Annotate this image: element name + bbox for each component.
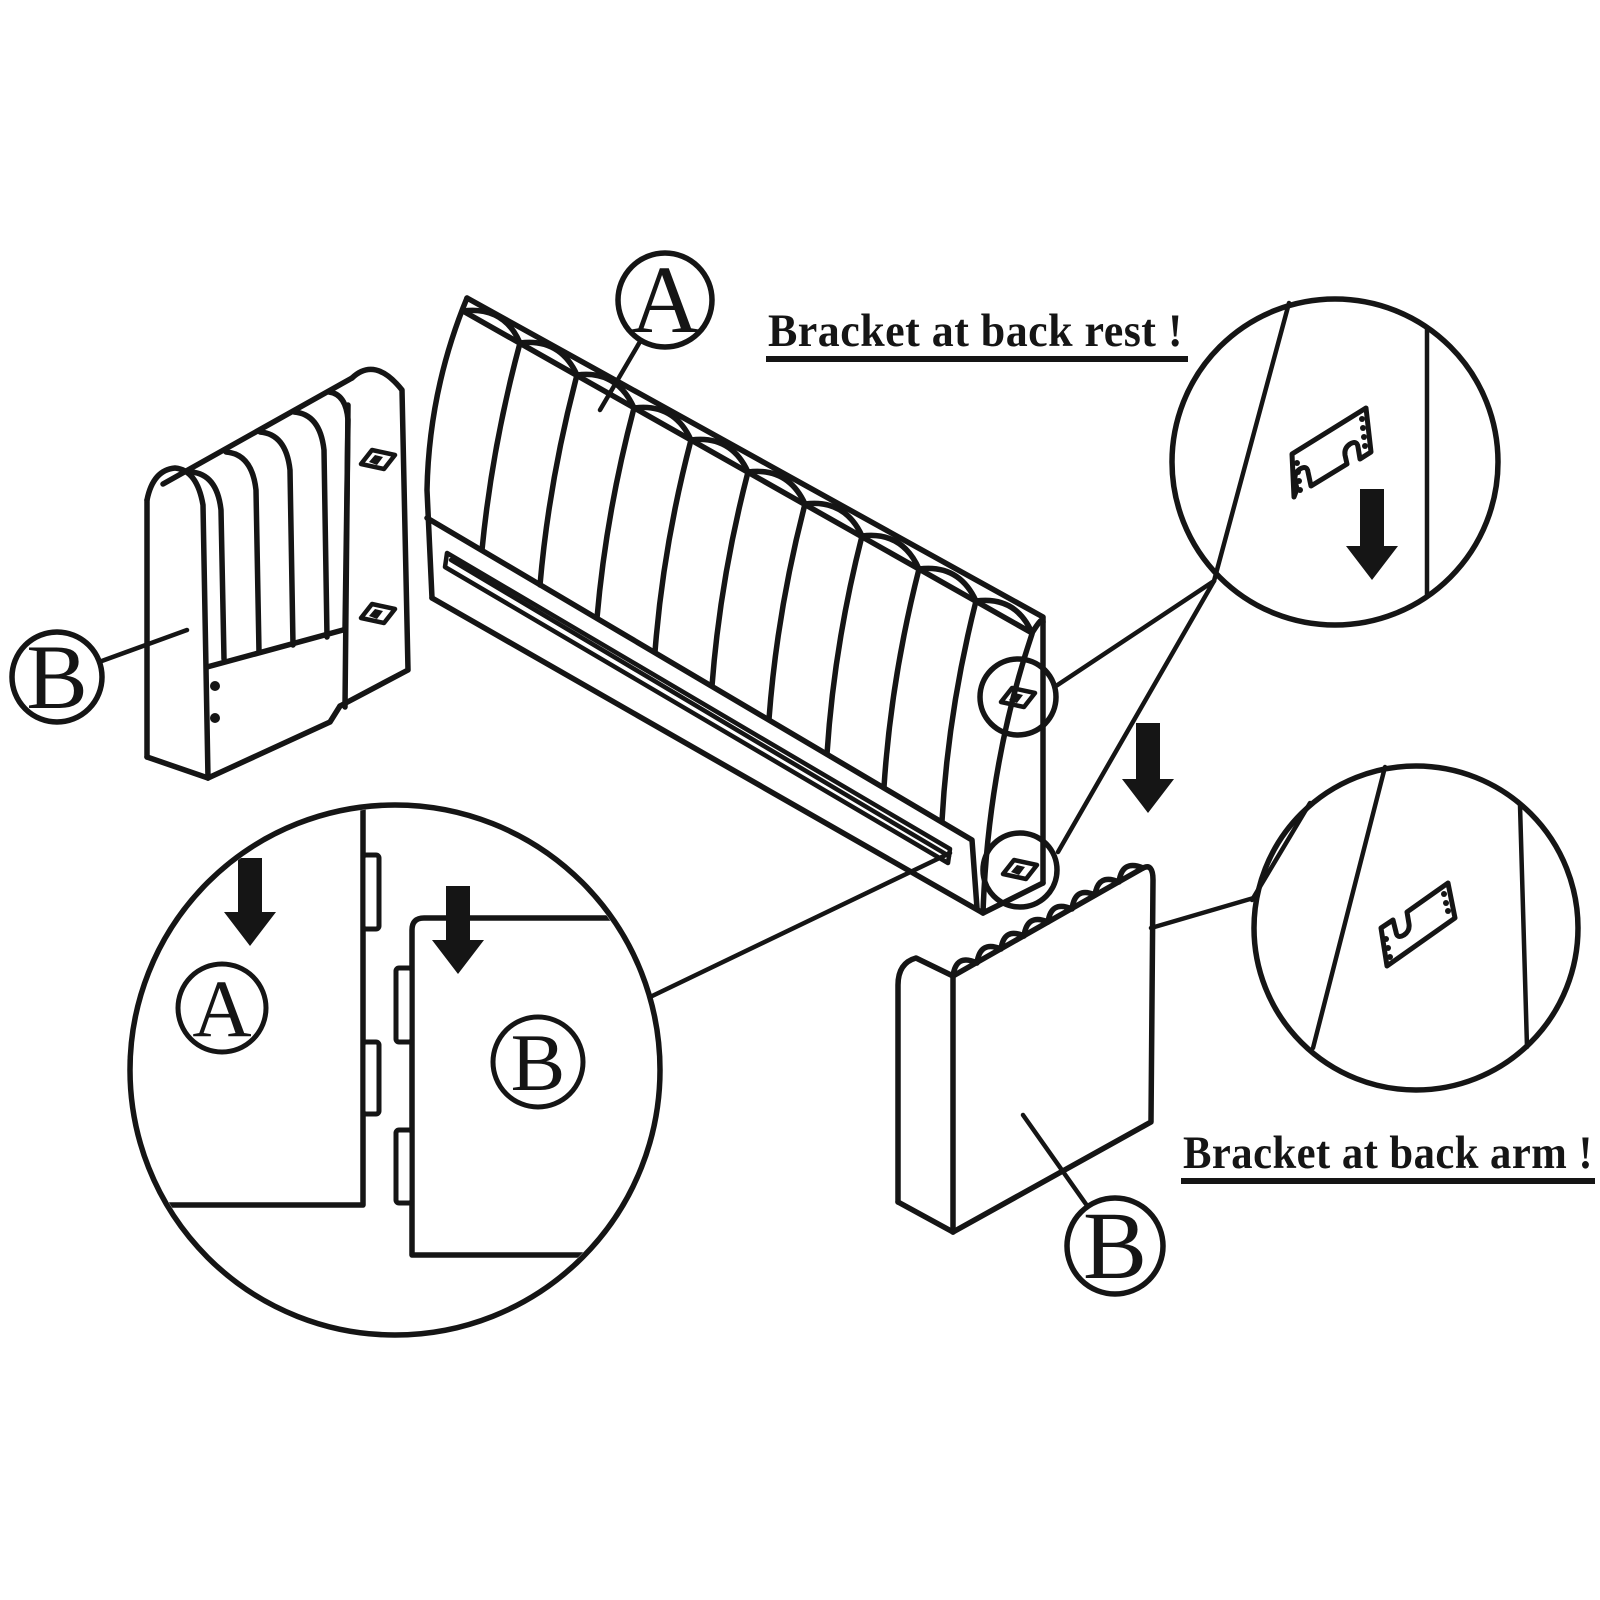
callout-back-rest: Bracket at back rest !	[766, 305, 1188, 362]
arm-left-back-panel	[337, 366, 411, 709]
bracket-slot-icon	[361, 604, 395, 623]
slot-highlight-circle	[980, 830, 1060, 910]
detail-circle-backarm	[1249, 763, 1581, 1093]
arm-left-seam	[204, 627, 346, 670]
backrest-piece	[424, 295, 1060, 916]
junction-detail-view: A B	[127, 802, 953, 1338]
arm-right-side	[895, 955, 956, 1205]
screw-hole	[210, 713, 220, 723]
arm-right-piece	[895, 862, 1260, 1235]
hook-tab	[360, 852, 382, 932]
backrest-seam	[424, 515, 980, 911]
arm-right-channel-arches	[950, 862, 1146, 979]
arm-right-badge: B	[1020, 1112, 1166, 1299]
arm-right-front-face	[950, 864, 1156, 1235]
bracket-plate-icon	[1289, 405, 1374, 500]
backrest-left-edge	[424, 295, 470, 601]
bracket-slot-icon	[361, 450, 395, 469]
junction-panel-a	[133, 808, 366, 1208]
bracket-plate-icon	[1378, 880, 1458, 969]
arm-left-bottom-edge	[144, 754, 211, 781]
bracket-slot-icon	[1001, 688, 1035, 707]
leader-line	[1055, 578, 1217, 855]
screw-hole	[210, 681, 220, 691]
junction-panel-b-label: B	[511, 1017, 566, 1108]
backrest-badge: A	[597, 246, 715, 413]
junction-a-badge-circle	[175, 961, 269, 1055]
down-arrow-icon	[1122, 723, 1174, 813]
hook-tab	[393, 1127, 415, 1206]
arm-left-label: B	[26, 626, 87, 728]
down-arrow-icon	[224, 858, 276, 946]
part-b-left-badge-circle	[9, 629, 105, 725]
down-arrow-icon	[432, 886, 484, 974]
leader-line	[645, 850, 953, 1001]
hook-tab	[393, 965, 415, 1045]
junction-panel-a-label: A	[192, 963, 251, 1054]
part-b-right-badge-circle	[1064, 1195, 1166, 1297]
junction-panel-b	[409, 915, 613, 1258]
backrest-rail	[442, 550, 953, 866]
bracket-at-back-rest-heading: Bracket at back rest !	[768, 305, 1183, 357]
arm-left-piece	[144, 366, 411, 781]
leader-line	[1053, 578, 1217, 689]
leader-line	[597, 337, 644, 413]
junction-b-badge-circle	[490, 1014, 586, 1110]
leader-line	[96, 627, 190, 665]
backrest-label: A	[630, 246, 699, 353]
backrest-channel-arches	[460, 307, 1035, 636]
leader-line	[1020, 1112, 1091, 1210]
bracket-at-back-arm-heading: Bracket at back arm !	[1183, 1127, 1593, 1179]
part-a-badge-circle	[615, 250, 715, 350]
callout-back-arm: Bracket at back arm !	[1181, 1127, 1595, 1184]
down-arrow-icon	[1346, 489, 1398, 580]
bracket-slot-icon	[1003, 860, 1037, 879]
arm-right-label: B	[1083, 1192, 1147, 1299]
hook-tab	[360, 1039, 382, 1117]
arm-left-badge: B	[9, 626, 190, 728]
leader-line	[1148, 894, 1260, 931]
backrest-bottom-edge	[429, 595, 986, 916]
arm-left-corner-arch	[144, 465, 211, 781]
detail-circle-backrest	[1053, 296, 1501, 855]
slot-highlight-circle	[977, 656, 1059, 738]
